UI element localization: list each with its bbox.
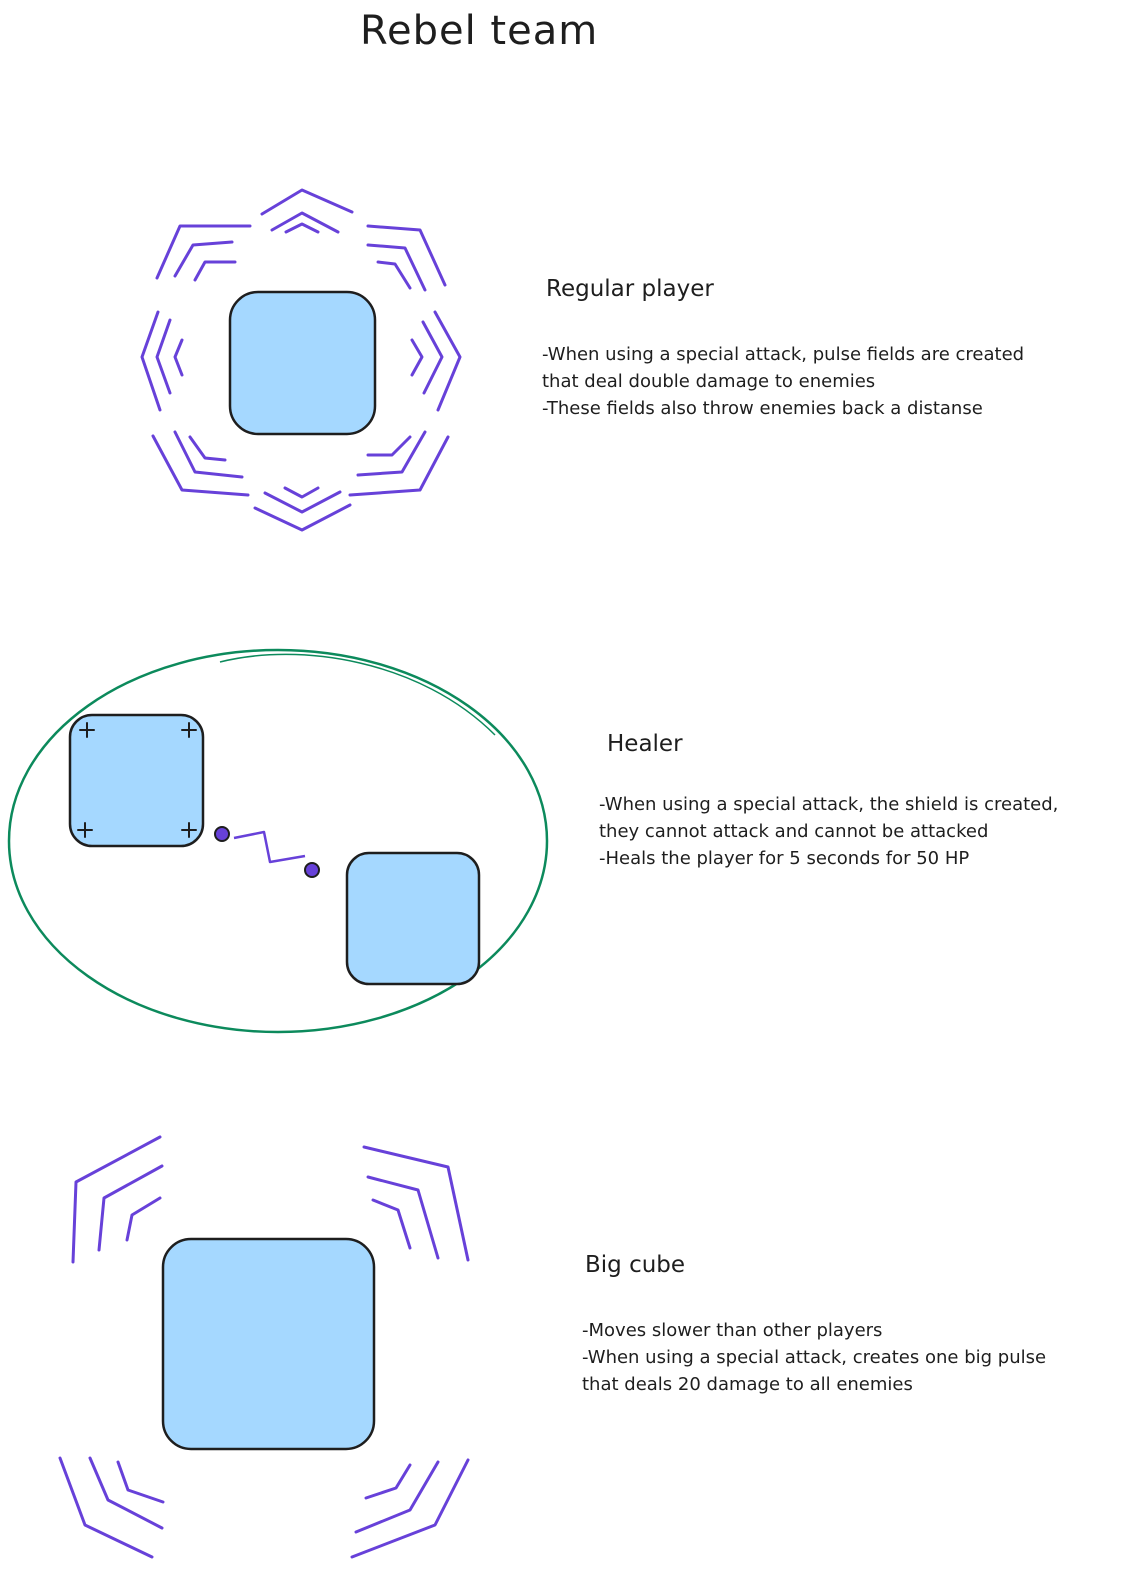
healer-cube-target xyxy=(345,851,481,986)
description-line: -Moves slower than other players xyxy=(582,1320,883,1341)
heal-plus-icons xyxy=(77,722,197,838)
description-line: -When using a special attack, the shield… xyxy=(599,794,1059,815)
page-title: Rebel team xyxy=(360,8,599,54)
description-line: they cannot attack and cannot be attacke… xyxy=(599,821,989,842)
description-line: that deals 20 damage to all enemies xyxy=(582,1374,913,1395)
description-line: -When using a special attack, pulse fiel… xyxy=(542,344,1025,365)
healer-title: Healer xyxy=(607,731,683,757)
healer-description: -When using a special attack, the shield… xyxy=(599,791,1058,872)
regular-player-cube xyxy=(228,290,377,436)
regular-player-title: Regular player xyxy=(546,276,714,302)
big-cube-pulse-fields xyxy=(58,1135,470,1559)
heal-beam-start-dot xyxy=(214,826,230,842)
healer-cube-caster xyxy=(68,713,205,848)
heal-beam-end-dot xyxy=(304,862,320,878)
description-line: that deal double damage to enemies xyxy=(542,371,876,392)
description-line: -These fields also throw enemies back a … xyxy=(542,398,983,419)
big-cube-description: -Moves slower than other players -When u… xyxy=(582,1317,1046,1398)
regular-player-pulse-fields xyxy=(140,188,462,532)
big-cube-title: Big cube xyxy=(585,1252,686,1278)
description-line: -When using a special attack, creates on… xyxy=(582,1347,1047,1368)
description-line: -Heals the player for 5 seconds for 50 H… xyxy=(599,848,970,869)
healer-shield xyxy=(7,648,549,1034)
healer-shield-stroke xyxy=(219,653,496,736)
heal-beam xyxy=(233,830,306,864)
big-cube xyxy=(161,1237,376,1451)
regular-player-description: -When using a special attack, pulse fiel… xyxy=(542,341,1024,422)
